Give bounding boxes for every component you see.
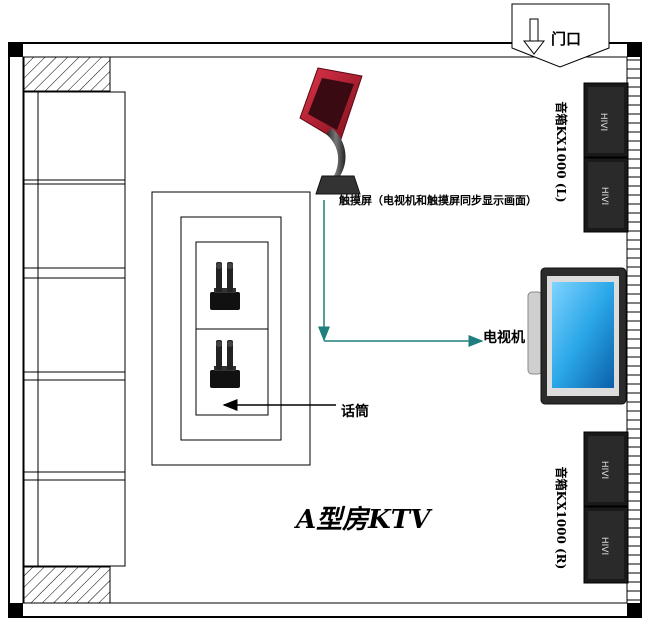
- tv-icon: [527, 267, 627, 405]
- touchscreen-label: 触摸屏（电视机和触摸屏同步显示画面）: [338, 193, 537, 207]
- svg-text:HIVI: HIVI: [598, 113, 608, 131]
- speaker-right-label: 音箱KX1000 (R): [554, 467, 569, 570]
- speaker-icon: HIVI: [583, 82, 629, 158]
- speaker-icon: HIVI: [583, 506, 629, 584]
- svg-text:HIVI: HIVI: [599, 537, 609, 555]
- speaker-left-label: 音箱KX1000 (L): [554, 101, 569, 202]
- speaker-icon: HIVI: [583, 431, 629, 507]
- microphone-icon: [210, 262, 240, 310]
- tv-label: 电视机: [483, 329, 525, 346]
- door-label: 门口: [551, 30, 581, 48]
- touchscreen-to-tv-arrow: [318, 200, 484, 347]
- room-title: A型房KTV: [293, 505, 433, 535]
- door: 门口: [511, 3, 610, 68]
- right-wall-ticks: [627, 59, 641, 601]
- microphone-icon: [210, 340, 240, 388]
- svg-text:HIVI: HIVI: [599, 187, 609, 205]
- touchscreen-kiosk-icon: [299, 67, 363, 195]
- door-arrow-icon: [522, 18, 546, 55]
- svg-text:HIVI: HIVI: [599, 461, 609, 479]
- speaker-icon: HIVI: [583, 157, 629, 233]
- sofa: [23, 56, 126, 604]
- mic-label: 话筒: [341, 403, 369, 420]
- coffee-table: [151, 191, 311, 466]
